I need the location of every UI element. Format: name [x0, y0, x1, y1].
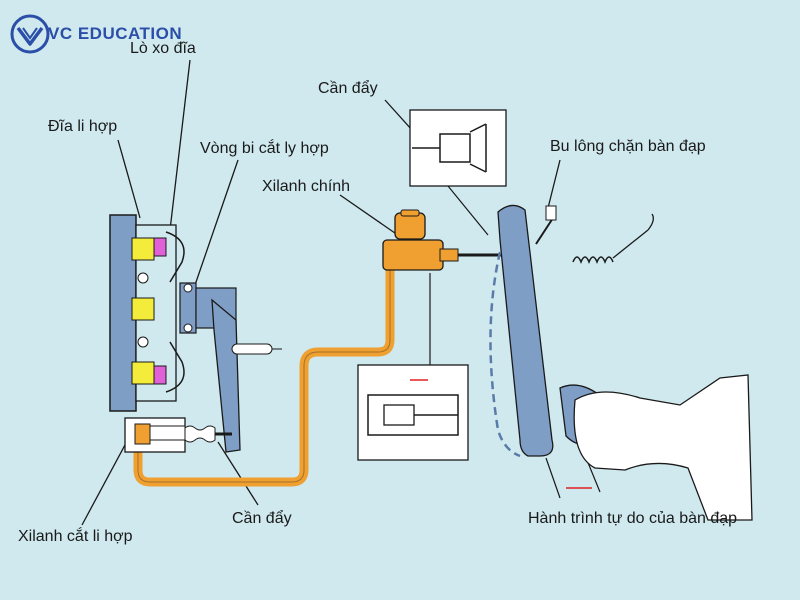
vc-education-logo-icon: [10, 14, 50, 54]
brand-name: VC EDUCATION: [48, 24, 183, 43]
label-can-day-bottom: Cần đẩy: [232, 510, 292, 527]
driver-shoe: [573, 374, 753, 521]
label-xilanh-cat: Xilanh cắt li hợp: [18, 528, 133, 545]
label-dia-li-hop: Đĩa li hợp: [48, 118, 118, 135]
brand-logo: [8, 12, 208, 56]
label-can-day-top: Cần đẩy: [318, 80, 378, 97]
clutch-assembly: [109, 214, 282, 453]
label-hanh-trinh: Hành trình tự do của bàn đạp: [528, 510, 738, 527]
slave-cylinder: [124, 417, 232, 453]
free-play-inset: [357, 273, 469, 461]
label-bu-long: Bu lông chặn bàn đạp: [550, 138, 706, 155]
push-rod-inset: [409, 109, 507, 236]
label-vong-bi: Vòng bi cắt ly hợp: [200, 140, 329, 157]
label-lo-xo-dia: Lò xo đĩa: [130, 40, 196, 57]
label-xilanh-chinh: Xilanh chính: [262, 178, 351, 195]
